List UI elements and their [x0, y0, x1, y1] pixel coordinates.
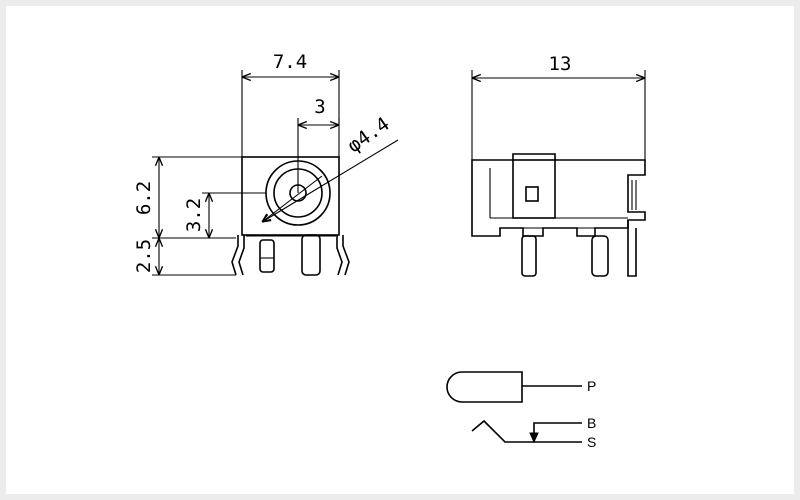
dim-depth: 13	[549, 53, 572, 75]
dim-diameter: φ4.4	[344, 113, 394, 157]
center-pin	[301, 234, 321, 276]
dim-height: 6.2	[133, 181, 155, 215]
dim-width: 7.4	[273, 51, 307, 73]
small-pin	[259, 239, 275, 273]
lead-left	[231, 235, 239, 276]
dim-pin-offset: 3	[314, 96, 325, 118]
lead-right	[342, 235, 350, 276]
side-housing	[512, 159, 556, 219]
pin-b-line	[533, 422, 582, 438]
dim-pin-length: 2.5	[133, 239, 155, 273]
pin-s-label: S	[587, 434, 596, 450]
side-pin-1	[521, 235, 537, 277]
side-window	[525, 186, 539, 202]
pin-s-line	[471, 419, 582, 443]
side-body	[471, 153, 646, 237]
side-pin-2	[591, 235, 609, 277]
plug-symbol	[446, 371, 523, 403]
dim-center-height: 3.2	[183, 198, 205, 232]
front-view: 7.4 3 φ4.4 6.2 2.5 3.2	[133, 51, 399, 276]
pin-p-label: P	[587, 378, 596, 394]
pin-b-label: B	[587, 415, 596, 431]
schematic: P B S	[446, 371, 596, 450]
side-lead-3	[627, 220, 637, 277]
side-view: 13	[471, 53, 646, 277]
